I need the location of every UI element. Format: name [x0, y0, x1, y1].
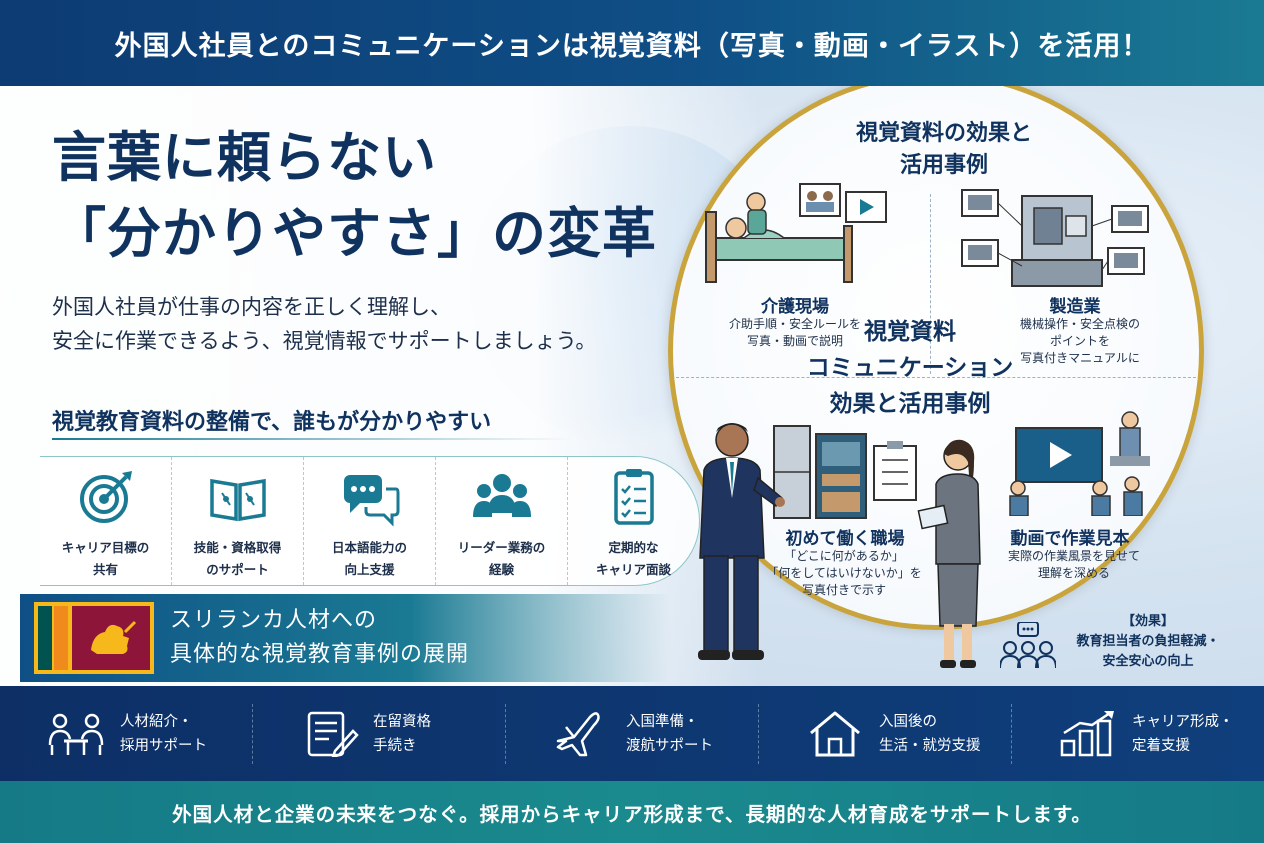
case-desc-care: 介助手順・安全ルールを 写真・動画で説明 — [728, 317, 861, 348]
srilanka-flag-icon — [34, 602, 154, 674]
target-icon — [79, 471, 132, 523]
center-title-line-2: コミュニケーション — [806, 355, 1014, 381]
lead-line-2: 安全に作業できるよう、視覚情報でサポートしましょう。 — [52, 329, 597, 353]
case-title-care: 介護現場 — [761, 297, 829, 317]
bottom-banner: 外国人材と企業の未来をつなぐ。採用からキャリア形成まで、長期的な人材育成をサポー… — [0, 781, 1264, 843]
hero-section: 言葉に頼らない 「分かりやすさ」の変革 外国人社員が仕事の内容を正しく理解し、 … — [0, 86, 1264, 686]
srilanka-line-2: 具体的な視覚教育事例の展開 — [170, 642, 470, 667]
case-desc-manufacturing: 機械操作・安全点検の ポイントを 写真付きマニュアルに — [1019, 317, 1140, 365]
chat-bubbles-icon — [343, 475, 399, 527]
sub-heading: 視覚教育資料の整備で、誰もが分かりやすい — [52, 410, 492, 435]
growth-chart-icon — [1060, 710, 1114, 756]
service-visa: 在留資格 手続き — [253, 703, 506, 764]
lead-line-1: 外国人社員が仕事の内容を正しく理解し、 — [52, 295, 451, 319]
feature-label: 定期的な キャリア面談 — [595, 540, 671, 577]
top-banner-text: 外国人社員とのコミュニケーションは視覚資料（写真・動画・イラスト）を活用！ — [114, 30, 1150, 62]
feature-career-interview: 定期的な キャリア面談 — [568, 457, 699, 585]
circle-center-title: 視覚資料 コミュニケーション 効果と活用事例 — [780, 314, 1040, 422]
open-book-icon — [209, 478, 266, 522]
case-title-first-workplace: 初めて働く職場 — [785, 529, 905, 549]
care-bed-illustration — [705, 183, 887, 283]
people-chat-icon — [1000, 622, 1056, 669]
service-label: 入国準備・ 渡航サポート — [626, 713, 713, 754]
feature-skill-support: 技能・資格取得 のサポート — [172, 457, 304, 585]
case-title-video: 動画で作業見本 — [1010, 529, 1130, 549]
service-label: 人材紹介・ 採用サポート — [120, 713, 207, 754]
bottom-banner-text: 外国人材と企業の未来をつなぐ。採用からキャリア形成まで、長期的な人材育成をサポー… — [172, 802, 1092, 826]
workplace-lockers-illustration — [773, 425, 917, 519]
video-training-illustration — [1009, 411, 1150, 516]
circle-divider-vertical — [930, 194, 931, 374]
hero-fade — [0, 86, 760, 686]
sub-heading-rule — [52, 438, 572, 440]
circle-title-line-1: 視覚資料の効果と — [855, 121, 1032, 146]
feature-label: 技能・資格取得 のサポート — [193, 540, 282, 577]
services-bar: 人材紹介・ 採用サポート 在留資格 手続き 入国準備・ 渡航サポート 入国後の … — [0, 686, 1264, 781]
service-label: キャリア形成・ 定着支援 — [1132, 713, 1234, 754]
document-pen-icon — [307, 711, 359, 757]
feature-panel: キャリア目標の 共有 技能・資格取得 のサポート 日本語能力の 向上支援 — [40, 456, 700, 586]
case-title-manufacturing: 製造業 — [1049, 297, 1101, 317]
interview-icon — [48, 713, 104, 755]
team-icon — [472, 474, 531, 517]
case-desc-video: 実際の作業風景を見せて 理解を深める — [1007, 549, 1140, 580]
airplane-icon — [556, 711, 600, 756]
circle-title: 視覚資料の効果と 活用事例 — [804, 118, 1084, 182]
feature-japanese-support: 日本語能力の 向上支援 — [304, 457, 436, 585]
house-icon — [810, 711, 860, 756]
lion-icon — [91, 620, 137, 654]
srilanka-text: スリランカ人材への 具体的な視覚教育事例の展開 — [170, 604, 469, 672]
service-living: 入国後の 生活・就労支援 — [759, 703, 1012, 764]
service-label: 入国後の 生活・就労支援 — [879, 713, 981, 754]
lead-text: 外国人社員が仕事の内容を正しく理解し、 安全に作業できるよう、視覚情報でサポート… — [52, 290, 596, 358]
feature-career-goal: キャリア目標の 共有 — [40, 457, 172, 585]
service-label: 在留資格 手続き — [373, 713, 431, 754]
feature-label: キャリア目標の 共有 — [61, 540, 150, 577]
circle-divider-horizontal — [676, 377, 1196, 378]
feature-leader-experience: リーダー業務の 経験 — [436, 457, 568, 585]
checklist-icon — [613, 469, 654, 525]
businessman-illustration — [698, 423, 785, 660]
service-recruitment: 人材紹介・ 採用サポート — [0, 703, 253, 764]
center-title-line-1: 視覚資料 — [864, 319, 956, 345]
headline-line-1: 言葉に頼らない — [52, 126, 437, 189]
srilanka-line-1: スリランカ人材への — [170, 608, 378, 633]
manufacturing-machine-illustration — [961, 189, 1149, 287]
center-title-line-3: 効果と活用事例 — [829, 391, 991, 417]
businesswoman-illustration — [917, 439, 981, 668]
case-desc-first-workplace: 「どこに何があるか」 「何をしてはいけないか」を 写真付きで示す — [766, 549, 922, 597]
top-banner: 外国人社員とのコミュニケーションは視覚資料（写真・動画・イラスト）を活用！ — [0, 0, 1264, 86]
feature-label: 日本語能力の 向上支援 — [331, 540, 407, 577]
effect-text: 【効果】 教育担当者の負担軽減・ 安全安心の向上 — [1076, 614, 1220, 669]
srilanka-banner: スリランカ人材への 具体的な視覚教育事例の展開 — [20, 594, 670, 682]
feature-label: リーダー業務の 経験 — [457, 540, 546, 577]
headline-line-2: 「分かりやすさ」の変革 — [52, 202, 657, 265]
service-travel: 入国準備・ 渡航サポート — [506, 703, 759, 764]
headline: 言葉に頼らない 「分かりやすさ」の変革 — [52, 120, 657, 272]
effect-box: 【効果】 教育担当者の負担軽減・ 安全安心の向上 — [1000, 612, 1240, 678]
service-career: キャリア形成・ 定着支援 — [1012, 704, 1264, 764]
circle-title-line-2: 活用事例 — [899, 153, 988, 178]
